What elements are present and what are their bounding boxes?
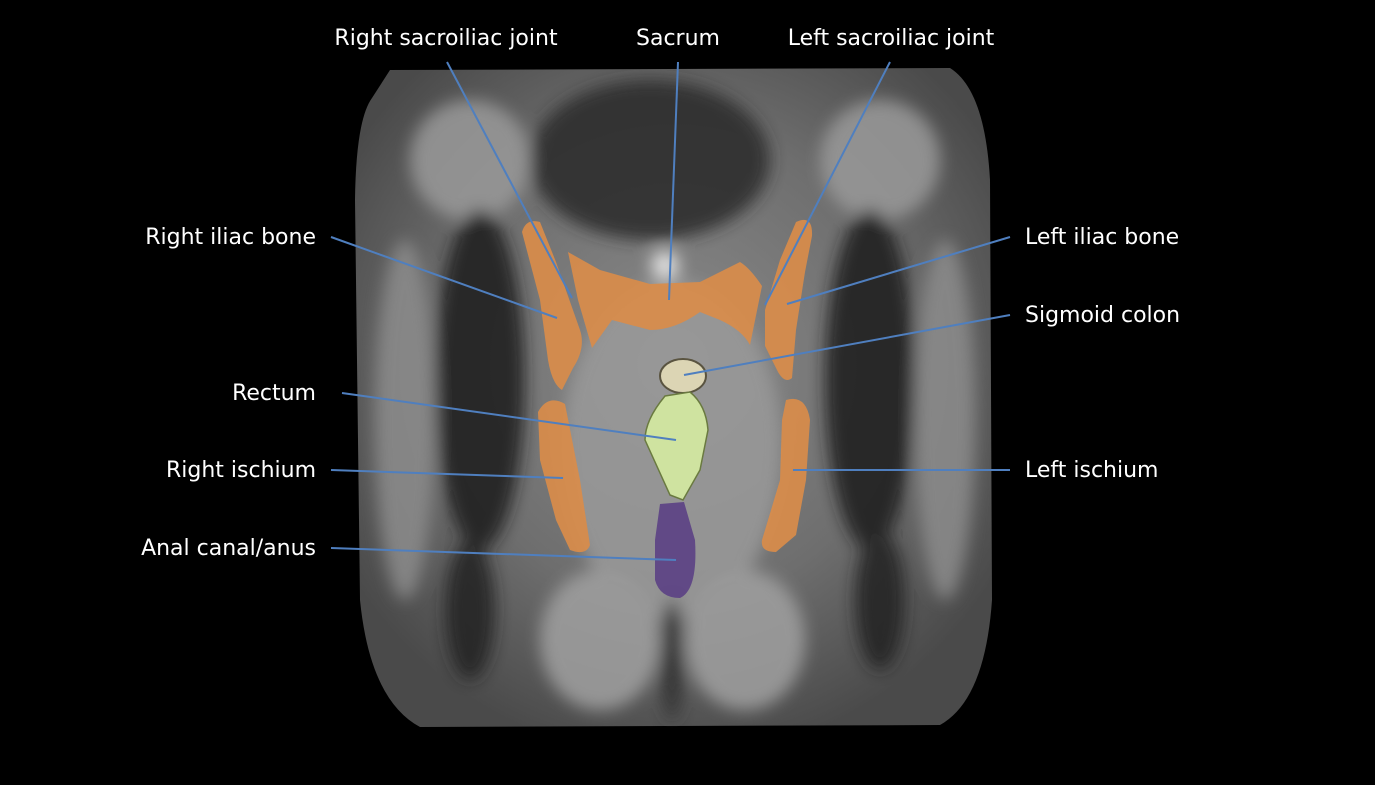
right-ischium-overlay: [538, 400, 590, 553]
leader-rectum: [341, 392, 677, 441]
leader-right-sacroiliac-joint: [446, 61, 573, 299]
leader-left-iliac-bone: [786, 236, 1011, 305]
mri-scan: [355, 68, 992, 727]
left-ischium-overlay: [761, 398, 810, 552]
leader-right-ischium: [330, 469, 564, 479]
leader-sigmoid-colon: [683, 314, 1011, 376]
leader-anal-canal: [330, 547, 677, 561]
label-left-sacroiliac-joint: Left sacroiliac joint: [787, 26, 995, 51]
label-anal-canal: Anal canal/anus: [141, 536, 316, 561]
anal-canal-overlay: [655, 502, 696, 598]
label-sigmoid-colon: Sigmoid colon: [1025, 303, 1181, 328]
label-sacrum: Sacrum: [636, 26, 720, 51]
label-right-sacroiliac-joint: Right sacroiliac joint: [334, 26, 558, 51]
leader-lines: [330, 61, 1011, 561]
label-right-ischium: Right ischium: [165, 458, 316, 483]
label-left-iliac-bone: Left iliac bone: [1025, 225, 1180, 250]
label-left-ischium: Left ischium: [1025, 458, 1159, 483]
leader-sacrum: [668, 61, 679, 301]
leader-right-iliac-bone: [330, 236, 558, 319]
label-rectum: Rectum: [232, 381, 316, 406]
structure-overlays: [522, 219, 813, 598]
right-iliac-bone-overlay: [522, 221, 582, 390]
sigmoid-colon-overlay: [659, 358, 707, 394]
rectum-overlay: [644, 391, 709, 501]
leader-left-sacroiliac-joint: [764, 61, 891, 306]
label-right-iliac-bone: Right iliac bone: [145, 225, 316, 250]
left-iliac-bone-overlay: [765, 219, 813, 380]
sacrum-overlay: [568, 252, 762, 348]
